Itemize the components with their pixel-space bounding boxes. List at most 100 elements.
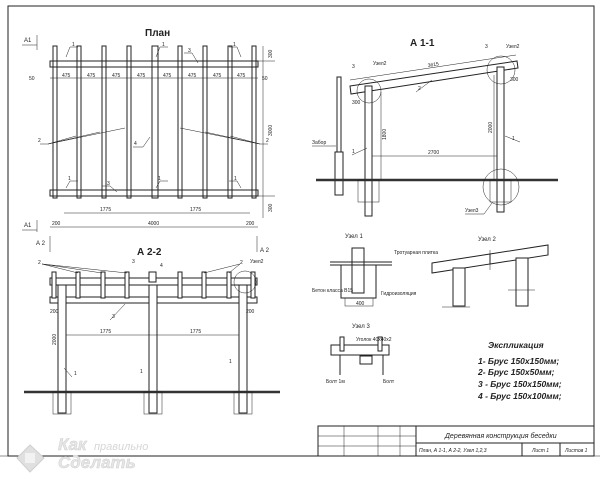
sheet-count: Листов 1 [564, 448, 588, 454]
node-3: Узел 3 Уголок 40х40х2 Болт 1м Болт [326, 324, 395, 385]
plan-view: План А1 А1 50 475 475 475 [22, 28, 275, 232]
drawing-name: Деревянная конструкция беседки [444, 432, 557, 440]
section-mark-top: А1 [24, 38, 32, 44]
section-a2-2: А 2 А 2 А 2-2 1775 1775 2000 200 2 [24, 236, 280, 415]
svg-text:400: 400 [356, 301, 365, 307]
explication-item: 4 - Брус 150х100мм; [477, 391, 562, 401]
explication-item: 2- Брус 150х50мм; [477, 367, 555, 377]
explication-item: 3 - Брус 150х150мм; [478, 379, 562, 389]
svg-text:1775: 1775 [100, 329, 111, 335]
svg-text:475: 475 [112, 73, 121, 79]
svg-text:2000: 2000 [488, 122, 494, 133]
svg-text:1: 1 [512, 136, 515, 142]
svg-text:2: 2 [38, 138, 41, 144]
svg-text:475: 475 [87, 73, 96, 79]
svg-text:3: 3 [485, 44, 488, 50]
svg-text:1: 1 [158, 176, 161, 182]
svg-text:А 2: А 2 [260, 248, 270, 254]
svg-text:1: 1 [234, 176, 237, 182]
svg-text:Узел 2: Узел 2 [478, 237, 496, 243]
svg-text:3: 3 [132, 259, 135, 265]
svg-text:Уголок 40х40х2: Уголок 40х40х2 [356, 337, 392, 343]
svg-text:475: 475 [237, 73, 246, 79]
svg-text:Болт 1м: Болт 1м [326, 379, 345, 385]
explication: Экспликация 1- Брус 150х150мм; 2- Брус 1… [477, 340, 562, 401]
svg-text:3: 3 [352, 64, 355, 70]
svg-text:475: 475 [213, 73, 222, 79]
svg-text:2: 2 [38, 260, 41, 266]
svg-text:Узел2: Узел2 [250, 259, 264, 265]
svg-text:Узел2: Узел2 [373, 61, 387, 67]
svg-text:1: 1 [162, 42, 165, 48]
title-block: Деревянная конструкция беседки План, А 1… [317, 425, 595, 457]
svg-text:1: 1 [140, 369, 143, 375]
svg-text:475: 475 [163, 73, 172, 79]
svg-text:1800: 1800 [382, 129, 388, 140]
svg-text:3: 3 [188, 48, 191, 54]
section-mark-bottom: А1 [24, 223, 32, 229]
node-1: Узел 1 400 Тротуарная плитка Бетон класс… [312, 234, 438, 307]
plan-title: План [145, 28, 170, 39]
svg-text:Бетон класса В15: Бетон класса В15 [312, 288, 353, 294]
svg-text:4000: 4000 [148, 221, 159, 227]
svg-text:2000: 2000 [52, 334, 58, 345]
svg-text:1: 1 [233, 42, 236, 48]
svg-text:Сделать: Сделать [58, 453, 136, 472]
plan-beams [49, 60, 259, 197]
svg-text:Тротуарная плитка: Тротуарная плитка [394, 250, 438, 256]
svg-text:50: 50 [29, 76, 35, 82]
svg-text:200: 200 [246, 309, 255, 315]
svg-text:1: 1 [68, 176, 71, 182]
svg-text:4: 4 [160, 263, 163, 269]
svg-text:Узел3: Узел3 [465, 208, 479, 214]
section-a2-2-title: А 2-2 [137, 247, 162, 258]
svg-text:300: 300 [510, 77, 519, 83]
svg-text:2: 2 [266, 138, 269, 144]
rafter-ends [51, 271, 256, 299]
svg-text:1775: 1775 [190, 329, 201, 335]
svg-text:Как: Как [58, 435, 88, 454]
svg-text:300: 300 [352, 100, 361, 106]
svg-text:Гидроизоляция: Гидроизоляция [381, 291, 417, 297]
svg-text:3: 3 [112, 314, 115, 320]
spacing-dims: 50 475 475 475 475 475 475 475 475 50 [29, 73, 268, 82]
svg-text:475: 475 [137, 73, 146, 79]
svg-text:2: 2 [418, 86, 421, 92]
svg-text:1: 1 [72, 42, 75, 48]
plan-rafters [52, 45, 257, 199]
svg-text:Болт: Болт [383, 379, 395, 385]
svg-text:200: 200 [50, 309, 59, 315]
node-2: Узел 2 [431, 237, 549, 308]
svg-text:475: 475 [188, 73, 197, 79]
svg-text:3: 3 [107, 181, 110, 187]
svg-text:Узел2: Узел2 [506, 44, 520, 50]
svg-text:1: 1 [352, 149, 355, 155]
svg-text:2: 2 [240, 260, 243, 266]
svg-text:2700: 2700 [428, 150, 439, 156]
svg-text:Узел 3: Узел 3 [352, 324, 370, 330]
svg-text:1775: 1775 [100, 207, 111, 213]
svg-text:А 2: А 2 [36, 241, 46, 247]
drawing-contents: План, А 1-1, А 2-2, Узел 1,2,3 [419, 448, 487, 454]
svg-text:50: 50 [262, 76, 268, 82]
dim-right-top: 300 [268, 49, 274, 58]
svg-text:1: 1 [74, 371, 77, 377]
svg-text:Экспликация: Экспликация [488, 340, 544, 350]
fence-label: Забор [312, 140, 326, 146]
site-logo: Как правильно Сделать [16, 435, 148, 473]
svg-text:1775: 1775 [190, 207, 201, 213]
svg-text:475: 475 [62, 73, 71, 79]
svg-text:Узел 1: Узел 1 [345, 234, 363, 240]
svg-text:4: 4 [134, 141, 137, 147]
svg-text:1: 1 [229, 359, 232, 365]
svg-text:200: 200 [52, 221, 61, 227]
svg-text:3615: 3615 [427, 61, 439, 69]
svg-text:200: 200 [246, 221, 255, 227]
explication-item: 1- Брус 150х150мм; [478, 356, 559, 366]
section-a1-1-title: А 1-1 [410, 38, 435, 49]
dim-right-mid: 3000 [268, 125, 274, 136]
sheet-number: Лист 1 [531, 448, 549, 454]
svg-text:правильно: правильно [94, 441, 148, 453]
section-a1-1: А 1-1 3615 2700 1800 2000 300 300 Забор … [312, 38, 558, 217]
dim-right-bottom: 300 [268, 203, 274, 212]
